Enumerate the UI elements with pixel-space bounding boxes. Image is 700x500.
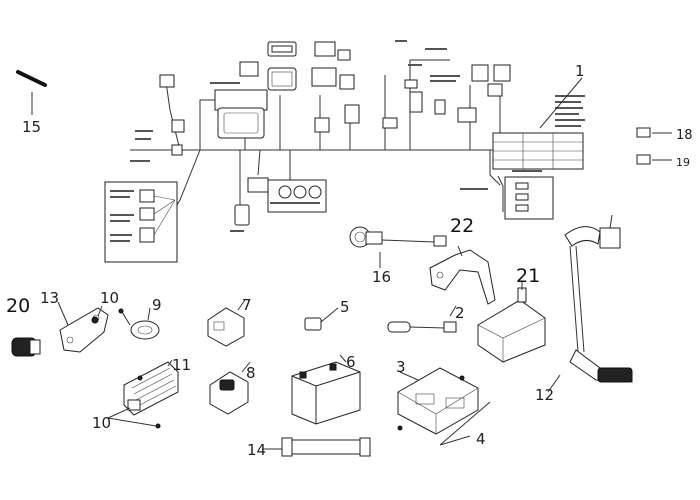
part-6-battery xyxy=(291,354,361,425)
callout-18: 18 xyxy=(676,128,693,143)
part-18-label-square xyxy=(636,127,672,138)
part-22-bracket xyxy=(429,245,496,305)
harness-fine-print xyxy=(110,40,585,242)
part-21-control-unit xyxy=(477,282,546,363)
part-12-cable xyxy=(547,214,633,393)
part-5-switch xyxy=(304,307,339,331)
callout-6: 6 xyxy=(346,353,356,371)
callout-9: 9 xyxy=(152,296,162,314)
part-3-ecu xyxy=(397,367,491,446)
part-14-tube xyxy=(262,437,371,457)
callout-20: 20 xyxy=(6,295,30,317)
part-8-starter-relay xyxy=(209,361,251,415)
callout-3: 3 xyxy=(396,358,406,376)
callout-22: 22 xyxy=(450,215,474,237)
callout-7: 7 xyxy=(242,296,252,314)
callout-2: 2 xyxy=(455,304,465,322)
part-2-probe xyxy=(387,305,457,333)
callout-10-upper: 10 xyxy=(100,289,119,307)
callout-14: 14 xyxy=(247,441,266,459)
part-16-sensor xyxy=(349,226,447,268)
callout-16: 16 xyxy=(372,268,391,286)
callout-21: 21 xyxy=(516,265,540,287)
part-11-regulator xyxy=(107,359,179,429)
callout-8: 8 xyxy=(246,364,256,382)
part-19-label-square xyxy=(636,154,672,165)
part-20-relay xyxy=(11,337,41,357)
part-15-pin xyxy=(16,70,47,115)
wiring-harness xyxy=(104,40,585,263)
callout-15: 15 xyxy=(22,118,41,136)
part-7-connector xyxy=(207,299,246,347)
callout-1: 1 xyxy=(575,62,585,80)
part-9-horn xyxy=(118,307,160,340)
part-10-screw-upper xyxy=(91,305,103,324)
callout-5: 5 xyxy=(340,298,350,316)
callout-4: 4 xyxy=(476,430,486,448)
callout-19: 19 xyxy=(676,156,690,169)
callout-13: 13 xyxy=(40,289,59,307)
callout-12: 12 xyxy=(535,386,554,404)
callout-10-lower: 10 xyxy=(92,414,111,432)
callout-11: 11 xyxy=(172,356,191,374)
